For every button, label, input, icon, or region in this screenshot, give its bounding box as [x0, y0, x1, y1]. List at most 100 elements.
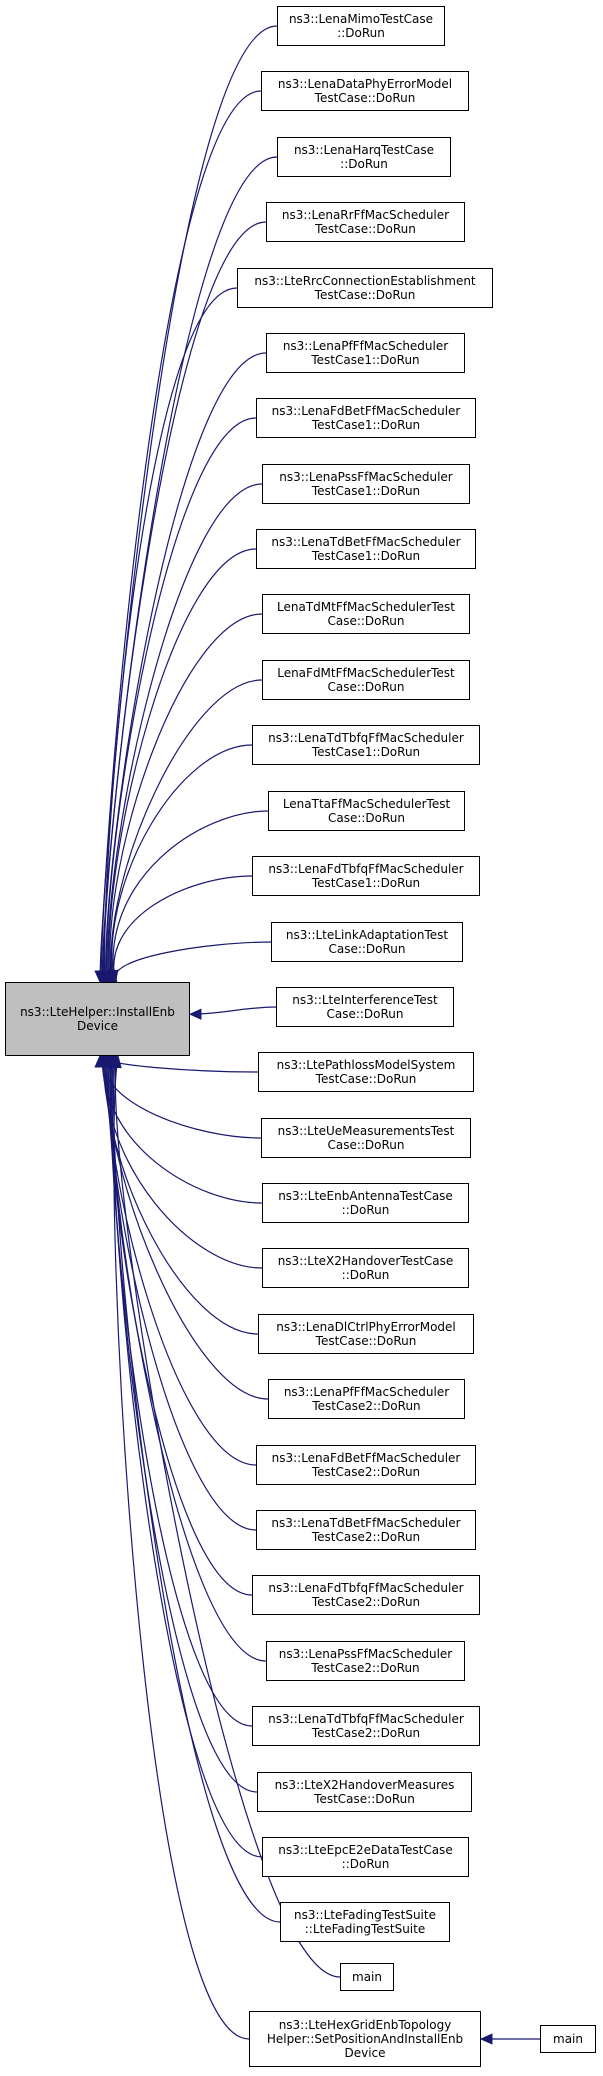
node-label-line: TestCase::DoRun: [315, 222, 416, 236]
node-label-line: ::DoRun: [341, 1268, 390, 1282]
call-edge: [114, 941, 272, 983]
node-label-line: ns3::LenaMimoTestCase: [288, 12, 434, 26]
call-edge: [112, 810, 269, 983]
node-label-line: TestCase2::DoRun: [311, 1530, 421, 1544]
node-label-line: TestCase2::DoRun: [312, 1399, 421, 1413]
call-edge: [111, 744, 253, 983]
call-edge: [109, 1055, 253, 1727]
caller-node[interactable]: ns3::LteX2HandoverTestCase::DoRun: [262, 1248, 469, 1288]
call-edge: [100, 90, 262, 983]
node-label-line: ns3::LenaHarqTestCase: [293, 143, 435, 157]
node-label-line: TestCase::DoRun: [314, 1792, 415, 1806]
node-label-line: ns3::LteHelper::InstallEnb: [20, 1005, 175, 1019]
node-label-line: ns3::LenaFdTbfqFfMacScheduler: [268, 1581, 464, 1595]
node-label-line: ns3::LenaTdBetFfMacScheduler: [271, 1516, 461, 1530]
node-label-line: ns3::LteRrcConnectionEstablishment: [254, 274, 476, 288]
node-label-line: LenaFdMtFfMacSchedulerTest: [277, 666, 455, 680]
node-label-line: ::DoRun: [341, 1857, 390, 1871]
caller-node[interactable]: ns3::LenaHarqTestCase::DoRun: [277, 137, 451, 177]
call-edge-arrowhead: [479, 2033, 493, 2045]
node-label-line: Device: [76, 1019, 119, 1033]
node-label-line: TestCase1::DoRun: [311, 876, 421, 890]
caller-node[interactable]: ns3::LteEnbAntennaTestCase::DoRun: [262, 1183, 469, 1223]
node-label-line: ns3::LenaRrFfMacScheduler: [281, 208, 450, 222]
node-label-line: ns3::LteFadingTestSuite: [294, 1908, 436, 1922]
node-label-line: Case::DoRun: [327, 614, 405, 628]
caller-node-main[interactable]: main: [540, 2025, 596, 2053]
node-label-line: TestCase2::DoRun: [311, 1726, 421, 1740]
node-label-line: Case::DoRun: [328, 942, 406, 956]
call-edge-arrowhead: [110, 1054, 122, 1069]
node-label-line: ::LteFadingTestSuite: [304, 1922, 426, 1936]
call-edge: [103, 287, 238, 983]
node-label-line: Device: [344, 2046, 386, 2060]
node-label-line: TestCase1::DoRun: [311, 418, 421, 432]
node-label-line: TestCase2::DoRun: [311, 1465, 421, 1479]
node-label-line: ns3::LenaPfFfMacScheduler: [283, 1385, 450, 1399]
node-label-line: ::DoRun: [341, 1203, 390, 1217]
call-edge-arrowhead: [188, 1008, 202, 1020]
node-label-line: TestCase1::DoRun: [311, 353, 420, 367]
node-label-line: TestCase2::DoRun: [311, 1661, 420, 1675]
caller-node[interactable]: ns3::LenaMimoTestCase::DoRun: [277, 6, 445, 46]
call-edge: [108, 1055, 253, 1596]
call-edge: [109, 613, 263, 983]
node-label-line: Case::DoRun: [326, 1007, 404, 1021]
node-label-line: ns3::LenaDlCtrlPhyErrorModel: [276, 1320, 456, 1334]
node-label-line: ns3::LteX2HandoverTestCase: [277, 1254, 454, 1268]
caller-node[interactable]: main: [340, 1963, 394, 1991]
node-label-line: LenaTtaFfMacSchedulerTest: [282, 797, 451, 811]
call-edge: [107, 483, 263, 983]
call-edge: [113, 1055, 250, 2040]
caller-node[interactable]: ns3::LteEpcE2eDataTestCase::DoRun: [262, 1837, 469, 1877]
call-edge-arrowhead: [105, 969, 118, 984]
caller-node[interactable]: ns3::LteFadingTestSuite::LteFadingTestSu…: [280, 1902, 450, 1942]
node-label-line: ns3::LteEpcE2eDataTestCase: [278, 1843, 453, 1857]
node-label-line: TestCase2::DoRun: [311, 1595, 421, 1609]
node-label-line: ns3::LteX2HandoverMeasures: [274, 1778, 455, 1792]
node-label-line: TestCase::DoRun: [315, 1072, 417, 1086]
call-edge: [112, 1055, 281, 1923]
node-label-line: ns3::LtePathlossModelSystem: [276, 1058, 456, 1072]
node-label-line: TestCase1::DoRun: [311, 549, 421, 563]
call-edge: [113, 875, 253, 983]
node-label-line: ns3::LteHexGridEnbTopology: [278, 2018, 452, 2032]
call-edge: [111, 1055, 263, 1858]
node-label-line: TestCase1::DoRun: [311, 484, 421, 498]
node-label-line: ns3::LenaFdBetFfMacScheduler: [271, 404, 461, 418]
node-label-line: TestCase::DoRun: [314, 91, 416, 105]
node-label-line: LenaTdMtFfMacSchedulerTest: [277, 600, 455, 614]
node-label-line: ns3::LenaTdBetFfMacScheduler: [271, 535, 461, 549]
node-label-line: ns3::LteEnbAntennaTestCase: [278, 1189, 453, 1203]
node-label-line: ns3::LteLinkAdaptationTest: [285, 928, 449, 942]
node-label-line: TestCase::DoRun: [315, 1334, 417, 1348]
